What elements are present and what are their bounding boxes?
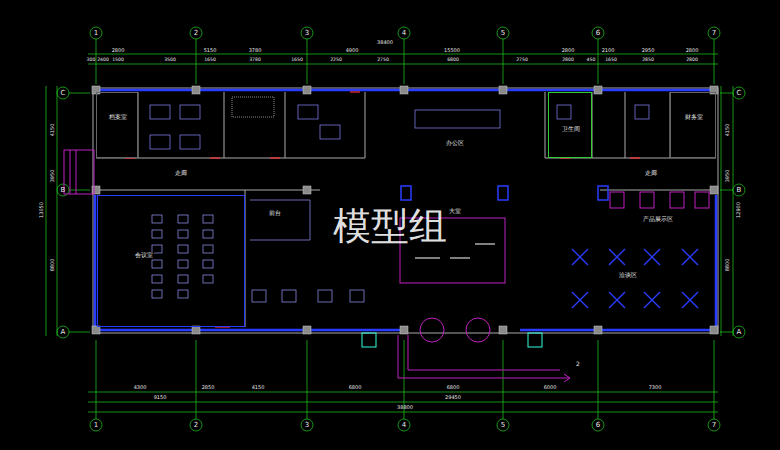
- axis-number: 4: [402, 422, 406, 429]
- dimension: 1500: [112, 57, 124, 62]
- dimension: 4300: [134, 385, 147, 390]
- dimension: 300: [87, 57, 96, 62]
- axis-number: 1: [94, 422, 98, 429]
- axis-number: 7: [712, 422, 716, 429]
- dimension: 3950: [725, 170, 730, 183]
- room-outline: 财务室: [670, 92, 716, 158]
- dimension: 3950: [50, 170, 55, 183]
- dimension: 1650: [204, 57, 216, 62]
- room-name: 档案室: [108, 114, 128, 120]
- watermark: 模型组: [333, 207, 447, 245]
- dimension: 6000: [544, 385, 557, 390]
- axis-number: 6: [596, 30, 600, 37]
- axis-letter: B: [61, 187, 66, 194]
- dimension: 8800: [50, 259, 55, 272]
- dimension: 2250: [330, 57, 342, 62]
- room-outline: 档案室: [96, 92, 138, 158]
- room-name: 财务室: [684, 114, 704, 120]
- axis-number: 6: [596, 422, 600, 429]
- dimension: 9150: [154, 395, 167, 400]
- area-name: 大堂: [448, 208, 462, 214]
- dimension: 1650: [291, 57, 303, 62]
- dimension: 4150: [252, 385, 265, 390]
- dimension: 2100: [602, 47, 615, 52]
- axis-letter: A: [737, 329, 742, 336]
- dimension: 2950: [642, 47, 655, 52]
- dimension: 2750: [377, 57, 389, 62]
- area-name: 洽谈区: [618, 272, 638, 278]
- axis-letter: A: [61, 329, 66, 336]
- dimension: 38400: [377, 40, 393, 45]
- area-name: 走廊: [644, 170, 658, 176]
- dimension: 6800: [447, 385, 460, 390]
- axis-number: 5: [501, 422, 505, 429]
- dimension: 6800: [447, 57, 459, 62]
- axis-number: 3: [305, 422, 309, 429]
- area-name: 产品展示区: [642, 216, 674, 222]
- axis-letter: C: [737, 90, 742, 97]
- dimension: 2400: [97, 57, 109, 62]
- dimension: 8800: [725, 259, 730, 272]
- axis-number: 1: [94, 30, 98, 37]
- dimension: 29450: [445, 395, 461, 400]
- dimension: 3780: [249, 57, 261, 62]
- dimension: 4150: [50, 124, 55, 137]
- dimension: 4900: [346, 47, 359, 52]
- area-name: 前台: [268, 210, 282, 216]
- axis-number: 2: [194, 422, 198, 429]
- room-name: 卫生间: [561, 126, 581, 132]
- dimension: 6800: [349, 385, 362, 390]
- dimension: 2750: [516, 57, 528, 62]
- dimension: 12900: [736, 202, 741, 218]
- axis-number: 5: [501, 30, 505, 37]
- axis-number: 3: [305, 30, 309, 37]
- dimension: 7300: [649, 385, 662, 390]
- axis-number: 2: [194, 30, 198, 37]
- dimension: 2800: [562, 57, 574, 62]
- dimension: 2800: [112, 47, 125, 52]
- dimension: 450: [587, 57, 596, 62]
- dimension: 2850: [642, 57, 654, 62]
- dimension: 4150: [725, 124, 730, 137]
- dimension: 3780: [249, 47, 262, 52]
- dimension: 13050: [39, 202, 44, 218]
- dimension: 2850: [202, 385, 215, 390]
- dimension: 2800: [562, 47, 575, 52]
- area-name: 办公区: [445, 140, 465, 146]
- room-name: 会议室: [134, 252, 154, 258]
- area-name: 走廊: [174, 170, 188, 176]
- dimension: 5150: [204, 47, 217, 52]
- dimension: 15500: [444, 47, 460, 52]
- dimension: 2800: [686, 57, 698, 62]
- axis-number: 7: [712, 30, 716, 37]
- callout-number: 2: [575, 361, 581, 367]
- dimension: 38800: [397, 405, 413, 410]
- room-outline: 会议室: [97, 195, 245, 327]
- axis-number: 4: [402, 30, 406, 37]
- dimension: 1650: [605, 57, 617, 62]
- dimension: 3500: [164, 57, 176, 62]
- room-outline: 卫生间: [548, 92, 592, 158]
- axis-letter: B: [737, 187, 742, 194]
- axis-letter: C: [61, 90, 66, 97]
- dimension: 2800: [686, 47, 699, 52]
